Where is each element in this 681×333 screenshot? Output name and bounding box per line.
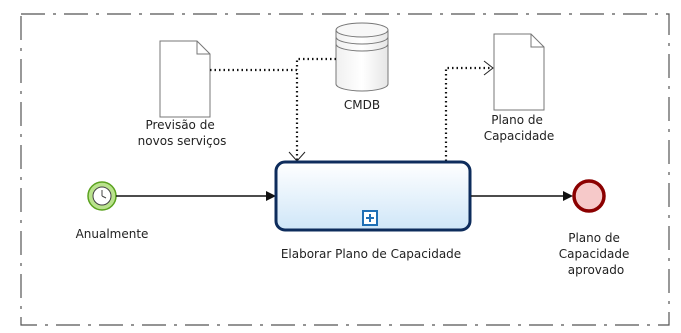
start-event-label: Anualmente (76, 227, 149, 241)
task-label: Elaborar Plano de Capacidade (281, 247, 461, 261)
subprocess-plus-icon[interactable] (362, 210, 378, 226)
data-store-cmdb-label: CMDB (344, 98, 380, 112)
association-cmdb-to-task (295, 57, 336, 70)
group-border (20, 13, 670, 326)
task-elaborar-plano[interactable] (274, 160, 472, 232)
association-task-to-plano (444, 66, 490, 161)
data-object-plano[interactable] (493, 33, 545, 111)
data-object-previsao[interactable] (159, 40, 211, 118)
data-object-plano-label: Plano de Capacidade (484, 113, 555, 143)
end-event[interactable] (572, 179, 606, 213)
association-arrowhead-plano (483, 60, 494, 76)
start-event-timer[interactable] (87, 181, 117, 211)
end-event-label: Plano de Capacidade aprovado (559, 231, 633, 277)
sequence-arrowhead-task (266, 191, 276, 201)
data-object-previsao-label: Previsão de novos serviços (138, 118, 227, 148)
data-store-cmdb[interactable] (335, 22, 389, 92)
sequence-arrowhead-end (563, 191, 573, 201)
